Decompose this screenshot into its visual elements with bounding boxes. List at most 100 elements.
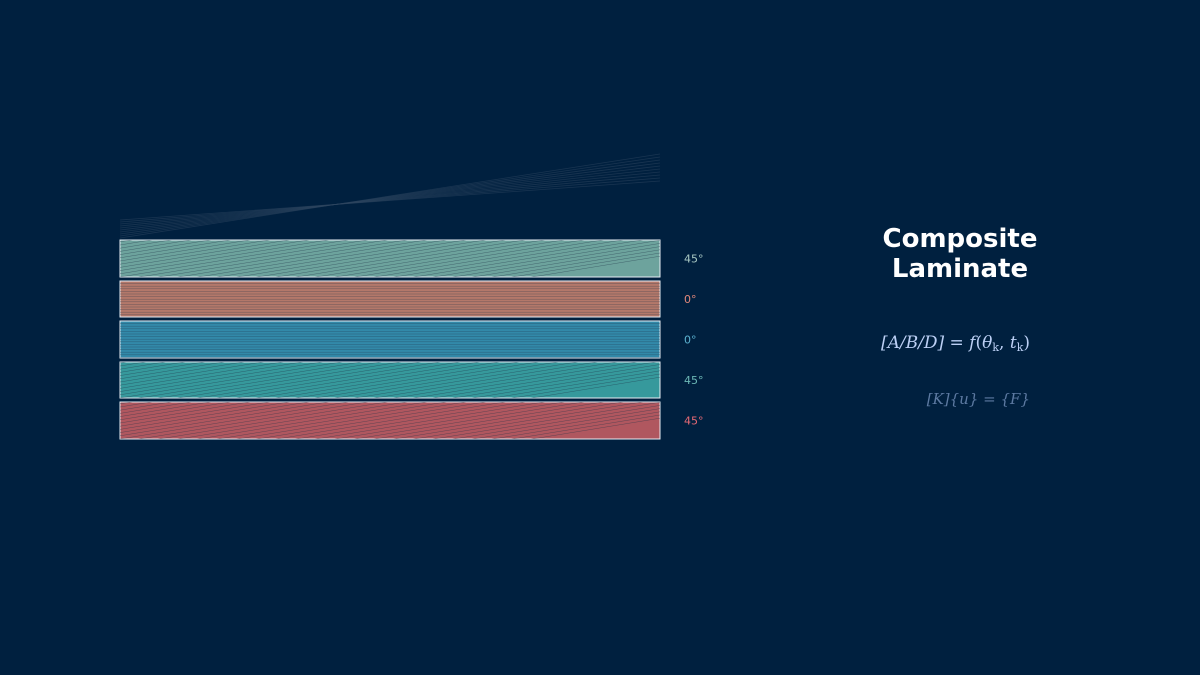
fiber-line — [120, 240, 231, 259]
fiber-line — [452, 243, 660, 277]
fiber-line — [120, 240, 349, 277]
fiber-line — [196, 402, 428, 439]
fiber-line — [530, 255, 660, 277]
ply-fibers — [120, 240, 660, 277]
fiber-line — [120, 402, 271, 427]
abd-formula: [A/B/D] = f(θk, tk) — [881, 333, 1030, 354]
title-line-1: Composite — [882, 224, 1038, 254]
fiber-line — [334, 240, 565, 277]
fiber-line — [511, 373, 660, 398]
fiber-line — [373, 362, 598, 398]
laminate-stack: 45° 0° 0° 45° 45° — [119, 239, 704, 440]
ply-body — [119, 320, 661, 359]
comma: , — [999, 333, 1010, 353]
ply-angle-label: 0° — [684, 334, 697, 347]
fiber-line — [120, 402, 349, 439]
fiber-line — [275, 402, 506, 439]
ply-fibers — [120, 362, 660, 398]
fiber-line — [314, 240, 545, 277]
ghost-fiber-lines — [119, 153, 661, 239]
fiber-line — [412, 362, 638, 398]
fiber-line — [120, 240, 271, 265]
ply-angle-label: 45° — [684, 253, 704, 266]
ply-angle-label: 45° — [684, 415, 704, 428]
fiber-line — [255, 402, 487, 439]
ghost-fiber-line — [119, 162, 661, 233]
fiber-line — [275, 240, 506, 277]
fiber-line — [432, 402, 660, 439]
fiber-line — [196, 240, 428, 277]
fiber-line — [295, 402, 526, 439]
fiber-line — [120, 362, 245, 383]
ghost-fiber-line — [119, 156, 661, 237]
fiber-line — [314, 362, 539, 398]
fiber-line — [216, 240, 447, 277]
fiber-line — [120, 402, 231, 421]
fiber-line — [295, 240, 526, 277]
fiber-line — [120, 402, 310, 433]
ghost-fiber-line — [119, 180, 661, 221]
ply-fibers — [120, 402, 660, 439]
theta-subscript: k — [992, 341, 1000, 354]
fiber-line — [236, 362, 461, 398]
fiber-line — [530, 417, 660, 439]
fiber-line — [373, 402, 604, 439]
stiffness-matrix-symbol: [K] — [926, 390, 950, 408]
fiber-line — [452, 405, 660, 439]
fiber-line — [412, 402, 644, 439]
fiber-line — [177, 240, 408, 277]
fiber-line — [295, 362, 520, 398]
fiber-line — [120, 362, 304, 392]
ghost-fiber-line — [119, 177, 661, 223]
thickness-subscript: k — [1016, 341, 1024, 354]
function-symbol: f — [969, 333, 976, 353]
fiber-line — [334, 362, 559, 398]
fiber-line — [354, 240, 585, 277]
fiber-line — [412, 240, 644, 277]
fiber-line — [216, 402, 447, 439]
fiber-line — [511, 414, 660, 439]
fiber-line — [120, 362, 284, 389]
fiber-line — [314, 402, 545, 439]
fiber-line — [120, 240, 329, 275]
fiber-line — [138, 240, 369, 277]
fiber-line — [120, 362, 323, 396]
fiber-line — [157, 362, 382, 398]
stiffness-formula: [K]{u} = {F} — [927, 390, 1030, 408]
title-line-2: Laminate — [891, 254, 1029, 284]
ply-layer: 45° — [119, 401, 704, 440]
ply-angle-label: 45° — [684, 374, 704, 387]
ply-layer: 0° — [119, 280, 697, 318]
fiber-line — [373, 240, 604, 277]
ply-layer: 45° — [119, 361, 704, 399]
fiber-line — [138, 362, 363, 398]
fiber-line — [120, 362, 264, 386]
ghost-fiber-line — [119, 153, 661, 239]
fiber-line — [177, 402, 408, 439]
force-vector-symbol: {F} — [1000, 390, 1031, 408]
equals-sign: = — [978, 390, 1001, 408]
ghost-fiber-line — [119, 168, 661, 229]
diagram-title: Composite Laminate — [840, 224, 1080, 284]
fiber-line — [491, 370, 660, 398]
fiber-line — [120, 240, 290, 268]
ply-fibers — [120, 323, 660, 358]
ghost-fiber-line — [119, 174, 661, 225]
fiber-line — [511, 252, 660, 277]
fiber-line — [255, 240, 487, 277]
fiber-line — [177, 362, 402, 398]
fiber-line — [120, 240, 310, 271]
fiber-line — [236, 402, 467, 439]
abd-matrix-symbol: [A/B/D] — [880, 333, 945, 353]
ghost-fiber-line — [119, 159, 661, 235]
fiber-line — [216, 362, 441, 398]
fiber-line — [334, 402, 565, 439]
close-paren: ) — [1023, 333, 1030, 353]
theta-symbol: θ — [982, 333, 993, 353]
fiber-line — [120, 402, 290, 430]
fiber-line — [120, 402, 329, 437]
fiber-line — [354, 362, 579, 398]
fiber-line — [275, 362, 500, 398]
fiber-line — [255, 362, 480, 398]
